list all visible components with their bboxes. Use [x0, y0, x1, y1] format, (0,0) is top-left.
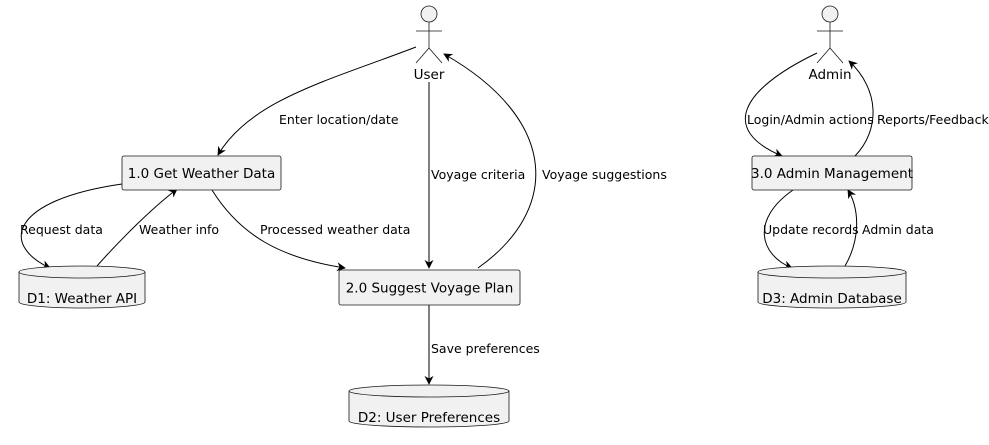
- store-user-prefs: D2: User Preferences: [348, 384, 510, 428]
- process-get-weather: 1.0 Get Weather Data: [121, 155, 282, 191]
- label-enter-location: Enter location/date: [279, 112, 399, 127]
- actor-admin: Admin: [808, 5, 852, 83]
- actor-user-label: User: [414, 67, 445, 83]
- process-admin-mgmt-label: 3.0 Admin Management: [751, 166, 913, 182]
- store-weather-api: D1: Weather API: [18, 265, 146, 309]
- flow-enter-location: [217, 46, 417, 156]
- flow-processed-weather: [211, 189, 346, 272]
- label-voyage-suggestions: Voyage suggestions: [542, 167, 667, 182]
- flow-request-data: [20, 183, 123, 269]
- store-weather-api-label: D1: Weather API: [27, 291, 137, 307]
- store-user-prefs-label: D2: User Preferences: [358, 410, 500, 426]
- label-processed-weather: Processed weather data: [260, 222, 410, 237]
- label-reports-feedback: Reports/Feedback: [877, 112, 989, 127]
- label-voyage-criteria: Voyage criteria: [431, 167, 525, 182]
- label-admin-data: Admin data: [862, 222, 934, 237]
- flow-login-admin: [744, 52, 818, 158]
- flow-reports-feedback: [848, 60, 874, 157]
- process-suggest-voyage-label: 2.0 Suggest Voyage Plan: [346, 281, 514, 297]
- flow-voyage-suggestions: [443, 53, 537, 269]
- store-admin-db: D3: Admin Database: [757, 265, 907, 309]
- label-save-preferences: Save preferences: [431, 341, 540, 356]
- process-get-weather-label: 1.0 Get Weather Data: [128, 166, 275, 182]
- store-admin-db-label: D3: Admin Database: [762, 291, 902, 307]
- process-suggest-voyage: 2.0 Suggest Voyage Plan: [338, 269, 521, 306]
- flow-update-records: [763, 189, 794, 270]
- label-login-admin: Login/Admin actions: [747, 112, 874, 127]
- flow-admin-data: [844, 189, 858, 267]
- process-admin-mgmt: 3.0 Admin Management: [751, 155, 913, 191]
- label-update-records: Update records: [763, 222, 859, 237]
- actor-admin-label: Admin: [808, 67, 851, 83]
- flow-weather-info: [96, 188, 178, 267]
- label-weather-info: Weather info: [139, 222, 219, 237]
- label-request-data: Request data: [20, 222, 103, 237]
- actor-user: User: [414, 5, 445, 83]
